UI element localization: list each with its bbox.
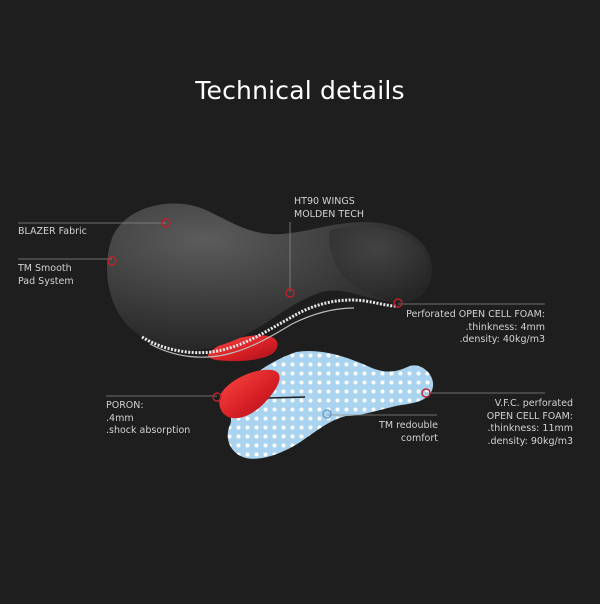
saddle-pad — [107, 203, 433, 358]
label-line: comfort — [400, 432, 438, 444]
label-vfc-foam: V.F.C. perforated OPEN CELL FOAM: .think… — [487, 398, 573, 448]
label-line: TM redouble — [379, 420, 438, 431]
label-line: MOLDEN TECH — [294, 208, 364, 220]
marker-smooth — [107, 256, 117, 266]
label-line: .shock absorption — [106, 425, 191, 436]
label-redouble-comfort: TM redouble comfort — [379, 420, 438, 445]
page-title: Technical details — [195, 76, 405, 105]
label-line: .thinkness: 4mm — [465, 321, 545, 333]
label-poron: PORON: .4mm .shock absorption — [106, 400, 190, 438]
label-line: .4mm — [106, 412, 134, 424]
label-line: BLAZER Fabric — [18, 226, 87, 237]
marker-blazer — [161, 218, 171, 228]
label-line: OPEN CELL FOAM: — [486, 410, 573, 422]
marker-foam — [393, 298, 403, 308]
label-line: Perforated OPEN CELL FOAM: — [406, 309, 545, 320]
label-line: .thinkness: 11mm — [487, 423, 573, 434]
label-line: .density: 40kg/m3 — [459, 334, 546, 345]
leader-lines — [18, 222, 545, 416]
marker-redouble — [322, 409, 332, 419]
label-line: V.F.C. perforated — [494, 398, 573, 409]
label-line: TM Smooth — [18, 263, 72, 274]
label-ht90-wings: HT90 WINGS MOLDEN TECH — [294, 196, 364, 221]
label-line: Pad System — [18, 275, 74, 287]
callout-markers — [107, 218, 431, 402]
label-blazer-fabric: BLAZER Fabric — [18, 226, 87, 239]
label-line: HT90 WINGS — [294, 196, 355, 207]
label-line: PORON: — [106, 400, 144, 411]
marker-wings — [285, 288, 295, 298]
label-smooth-pad: TM Smooth Pad System — [18, 263, 74, 288]
marker-poron — [212, 392, 222, 402]
marker-vfc — [421, 388, 431, 398]
label-perforated-foam: Perforated OPEN CELL FOAM: .thinkness: 4… — [406, 309, 545, 347]
label-line: .density: 90kg/m3 — [487, 435, 574, 447]
